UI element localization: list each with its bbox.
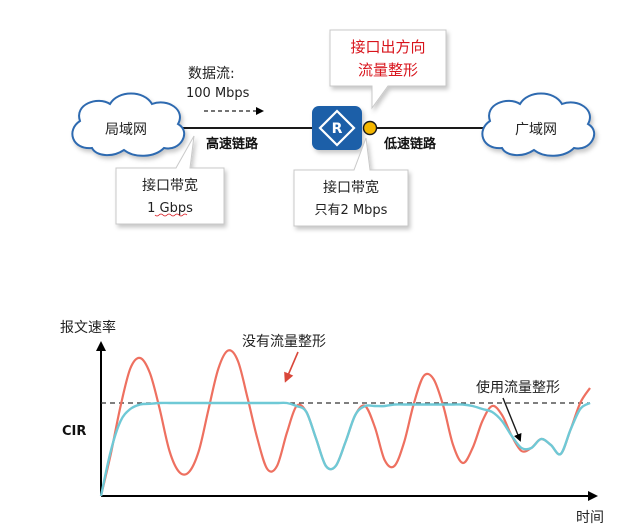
shaping-callout-line1: 接口出方向	[350, 38, 425, 56]
label-shaped-pointer	[502, 397, 522, 442]
lan-bandwidth-line1: 接口带宽	[142, 177, 198, 194]
flow-label-line1: 数据流:	[188, 66, 235, 82]
rate-chart: 报文速率 时间 CIR 没有流量整形 使用流量整形	[60, 319, 604, 526]
lan-cloud: 局域网	[71, 92, 185, 157]
wan-bandwidth-line1: 接口带宽	[323, 179, 379, 196]
wan-cloud-shape	[481, 92, 595, 157]
y-axis-label: 报文速率	[60, 319, 116, 336]
series-unshaped-line	[99, 349, 591, 497]
lan-cloud-shape	[71, 92, 185, 157]
lan-bandwidth-callout: 接口带宽 1 Gbps	[115, 135, 225, 225]
label-unshaped-pointer	[284, 351, 299, 383]
shaping-callout-line2: 流量整形	[358, 61, 418, 79]
wan-bandwidth-callout: 接口带宽 只有2 Mbps	[293, 137, 409, 227]
lan-label: 局域网	[105, 122, 147, 138]
label-unshaped: 没有流量整形	[242, 334, 326, 350]
shaping-point-marker	[362, 120, 378, 136]
wan-label: 广域网	[515, 122, 557, 138]
high-speed-link-label: 高速链路	[206, 136, 259, 152]
low-speed-link-label: 低速链路	[383, 136, 437, 152]
x-axis-label: 时间	[576, 510, 604, 526]
lan-bandwidth-line2: 1 Gbps	[147, 201, 193, 216]
flow-label-line2: 100 Mbps	[186, 86, 250, 101]
wan-cloud: 广域网	[481, 92, 595, 157]
label-shaped: 使用流量整形	[476, 379, 560, 396]
shaping-callout: 接口出方向 流量整形	[329, 29, 447, 110]
wan-bandwidth-line2: 只有2 Mbps	[315, 203, 388, 218]
router-icon: R	[312, 106, 362, 150]
network-diagram: 局域网 广域网 数据流: 100 Mbps 高速链路 低速链路 R 接口出方向 …	[71, 29, 595, 227]
svg-text:R: R	[332, 121, 343, 137]
cir-label: CIR	[62, 424, 86, 439]
spellcheck-underline	[154, 213, 188, 217]
series-shaped-line	[99, 401, 591, 497]
